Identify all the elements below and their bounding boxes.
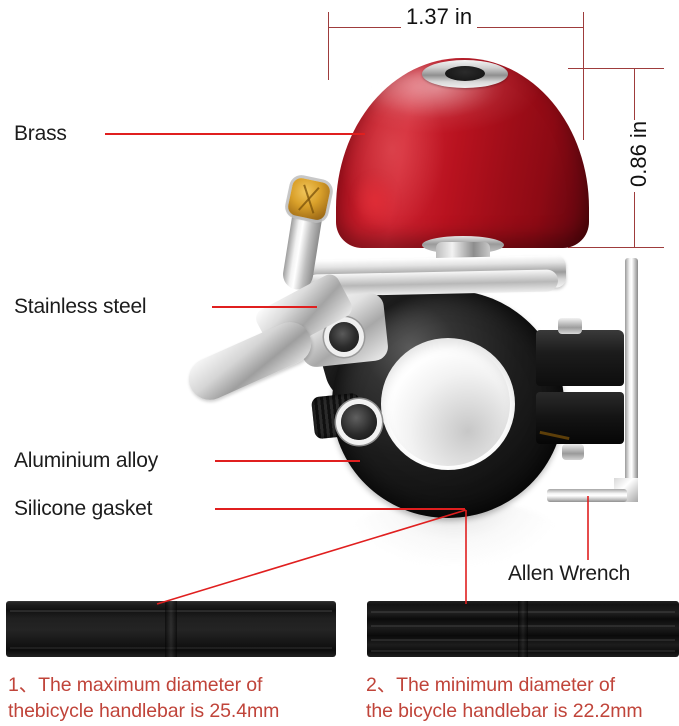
- clamp-block-upper: [536, 330, 624, 386]
- footnote-2-line2: the bicycle handlebar is 22.2mm: [366, 700, 643, 723]
- callout-label-brass: Brass: [14, 122, 67, 145]
- clamp-bore-shadow: [386, 342, 510, 466]
- footnote-2-index: 2、: [366, 674, 397, 696]
- callout-label-silicone-gasket: Silicone gasket: [14, 497, 153, 520]
- height-extension-bottom: [568, 247, 664, 249]
- height-extension-top: [568, 68, 664, 70]
- striker-lever: [182, 315, 318, 407]
- bell-dome-highlight: [352, 172, 398, 230]
- brass-hex-screw: [286, 176, 570, 440]
- clamp-screw-upper: [558, 318, 582, 334]
- footnote-2: 2、The minimum diameter of the bicycle ha…: [366, 672, 679, 725]
- leader-line-aluminium-alloy: [215, 460, 360, 462]
- width-dimension-label: 1.37 in: [401, 6, 478, 28]
- footnote-1-line2: thebicycle handlebar is 25.4mm: [8, 700, 280, 723]
- footnote-1: 1、The maximum diameter of thebicycle han…: [8, 672, 328, 725]
- bell-top-hole: [445, 66, 485, 81]
- leader-line-brass: [105, 133, 365, 135]
- clamp-block-lower: [536, 392, 624, 444]
- gasket-strip-thin: [6, 601, 336, 657]
- width-extension-left: [328, 12, 330, 80]
- footnote-2-line1: The minimum diameter of: [396, 674, 615, 696]
- callout-label-allen-wrench: Allen Wrench: [508, 562, 631, 585]
- clamp-bore: [381, 338, 515, 470]
- knurled-bolt-head: [341, 404, 377, 440]
- callout-label-aluminium-alloy: Aluminium alloy: [14, 449, 159, 472]
- leader-line-stainless-steel: [212, 306, 317, 308]
- gasket-strip-thick: [367, 601, 679, 657]
- allen-wrench-short-arm: [547, 489, 627, 502]
- clamp-screw-lower: [562, 444, 584, 460]
- width-extension-right: [583, 12, 585, 140]
- callout-label-stainless-steel: Stainless steel: [14, 295, 147, 318]
- footnote-1-index: 1、: [8, 674, 39, 696]
- footnote-1-line1: The maximum diameter of: [38, 674, 263, 696]
- leader-line-silicone-gasket: [215, 508, 465, 510]
- height-dimension-label: 0.86 in: [626, 120, 651, 192]
- bracket-pivot-bolt: [329, 322, 359, 352]
- allen-wrench-long-arm: [625, 258, 638, 502]
